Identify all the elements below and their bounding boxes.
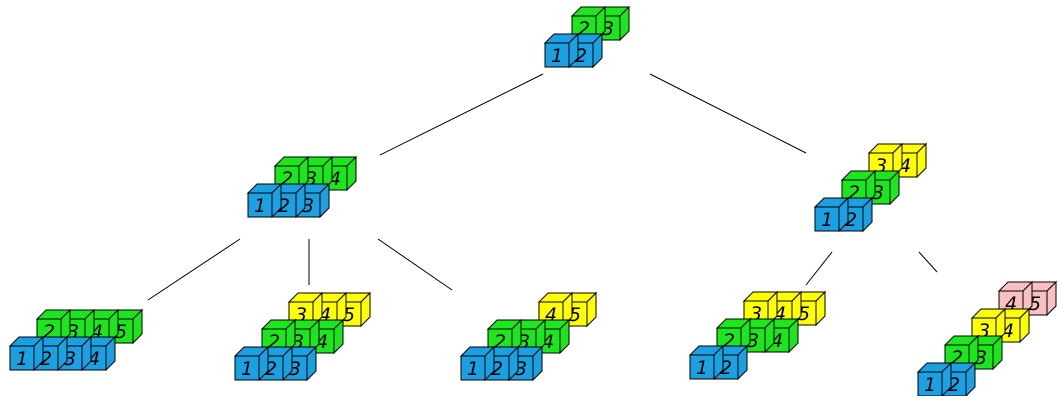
cube-r1-c2: 2 (712, 344, 749, 381)
cube-r1-c1: 1 (246, 182, 283, 219)
cube-r3-c1: 3 (742, 290, 779, 327)
edge-root-left (379, 73, 544, 156)
edges-layer (147, 73, 938, 301)
edge-right-rr (918, 251, 938, 273)
cube-r1-c1: 1 (688, 344, 725, 381)
edge-left-ll (147, 238, 241, 301)
cube-label: 1 (254, 195, 266, 217)
cube-r3-c1: 3 (970, 307, 1007, 344)
edge-right-rl (805, 251, 833, 286)
cube-label: 1 (467, 358, 479, 380)
cube-label: 1 (16, 348, 28, 370)
cube-r1-c1: 1 (233, 345, 270, 382)
edge-root-right (649, 73, 807, 154)
cube-label: 1 (821, 209, 833, 231)
cube-label: 1 (241, 358, 253, 380)
cube-r1-c1: 1 (8, 335, 45, 372)
cube-r1-c1: 1 (543, 32, 580, 69)
cube-r1-c1: 1 (459, 345, 496, 382)
cube-r3-c2: 5 (561, 291, 598, 328)
cube-label: 1 (551, 45, 563, 67)
cube-r1-c1: 1 (813, 196, 850, 233)
cube-r1-c1: 1 (916, 361, 953, 396)
edge-left-lr (377, 238, 453, 291)
cube-label: 1 (924, 374, 936, 396)
cube-label: 1 (696, 357, 708, 379)
